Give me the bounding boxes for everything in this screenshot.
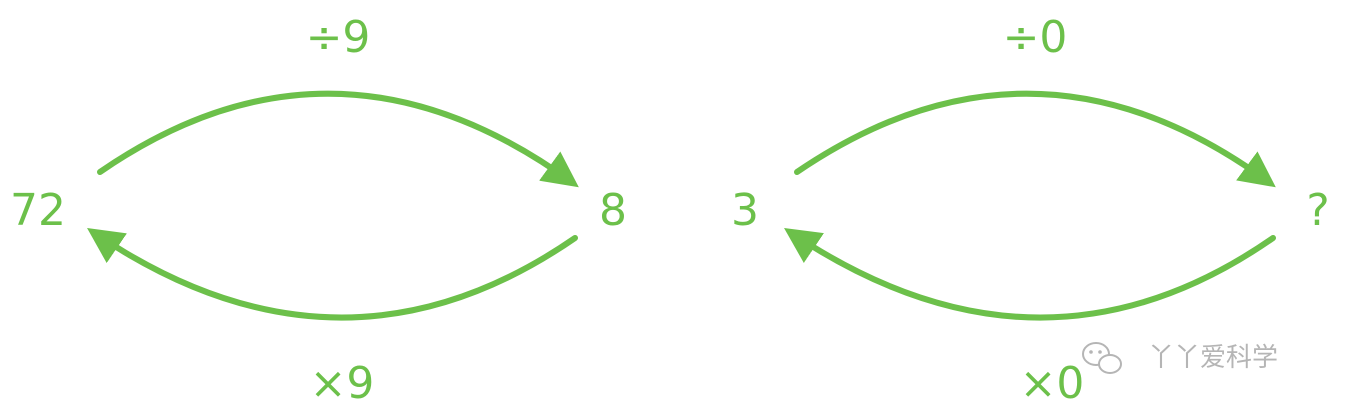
- wechat-icon: [1082, 342, 1122, 374]
- right-diagram: 3 ? ÷0 ×0: [731, 12, 1330, 409]
- left-bottom-operation: ×9: [310, 358, 375, 409]
- left-start-number: 72: [10, 185, 66, 236]
- left-top-arrow: [97, 90, 579, 188]
- right-bottom-arrow: [784, 227, 1276, 321]
- left-bottom-arrow: [87, 227, 578, 321]
- right-top-operation: ÷0: [1003, 12, 1068, 63]
- watermark: 丫丫爱科学: [1082, 342, 1278, 374]
- right-bottom-operation: ×0: [1020, 358, 1085, 409]
- right-end-number: ?: [1306, 185, 1329, 236]
- right-start-number: 3: [731, 185, 759, 236]
- left-diagram: 72 8 ÷9 ×9: [10, 12, 627, 409]
- right-top-arrow: [794, 90, 1276, 188]
- left-top-operation: ÷9: [306, 12, 371, 63]
- watermark-text: 丫丫爱科学: [1148, 343, 1278, 373]
- left-end-number: 8: [599, 185, 627, 236]
